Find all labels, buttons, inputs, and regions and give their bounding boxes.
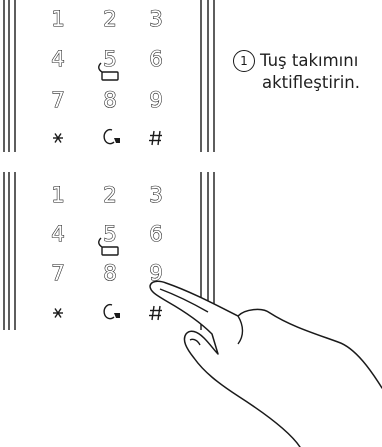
key-8: 8 bbox=[103, 88, 116, 112]
key-5: 5 bbox=[103, 47, 116, 71]
key-6: 6 bbox=[149, 47, 162, 71]
hash-icon bbox=[149, 131, 162, 145]
key-2: 2 bbox=[103, 183, 116, 207]
panel-frame-left bbox=[4, 0, 15, 152]
panel-frame-left bbox=[4, 172, 15, 330]
key-3: 3 bbox=[149, 7, 162, 31]
key-4: 4 bbox=[51, 222, 64, 246]
hand-outline bbox=[150, 281, 382, 447]
step-number-badge: 1 bbox=[233, 50, 255, 72]
instruction-line-1: Tuş takımını bbox=[260, 50, 358, 71]
key-4: 4 bbox=[51, 47, 64, 71]
key-icon bbox=[104, 305, 120, 319]
asterisk-icon bbox=[53, 134, 63, 143]
key-7: 7 bbox=[51, 261, 64, 285]
hash-icon bbox=[149, 306, 162, 320]
key-8: 8 bbox=[103, 261, 116, 285]
key-6: 6 bbox=[149, 222, 162, 246]
key-icon bbox=[104, 130, 120, 144]
key-1: 1 bbox=[51, 183, 64, 207]
key-7: 7 bbox=[51, 88, 64, 112]
key-5: 5 bbox=[103, 222, 116, 246]
key-3: 3 bbox=[149, 183, 162, 207]
key-2: 2 bbox=[103, 7, 116, 31]
panel-frame-right bbox=[201, 0, 214, 152]
key-1: 1 bbox=[51, 7, 64, 31]
hand-illustration bbox=[150, 281, 382, 447]
asterisk-icon bbox=[53, 309, 63, 318]
key-9: 9 bbox=[149, 88, 162, 112]
instruction-line-2: aktifleştirin. bbox=[262, 72, 360, 93]
keypad-panel-top: 1 2 3 4 5 6 7 8 9 bbox=[4, 0, 214, 152]
